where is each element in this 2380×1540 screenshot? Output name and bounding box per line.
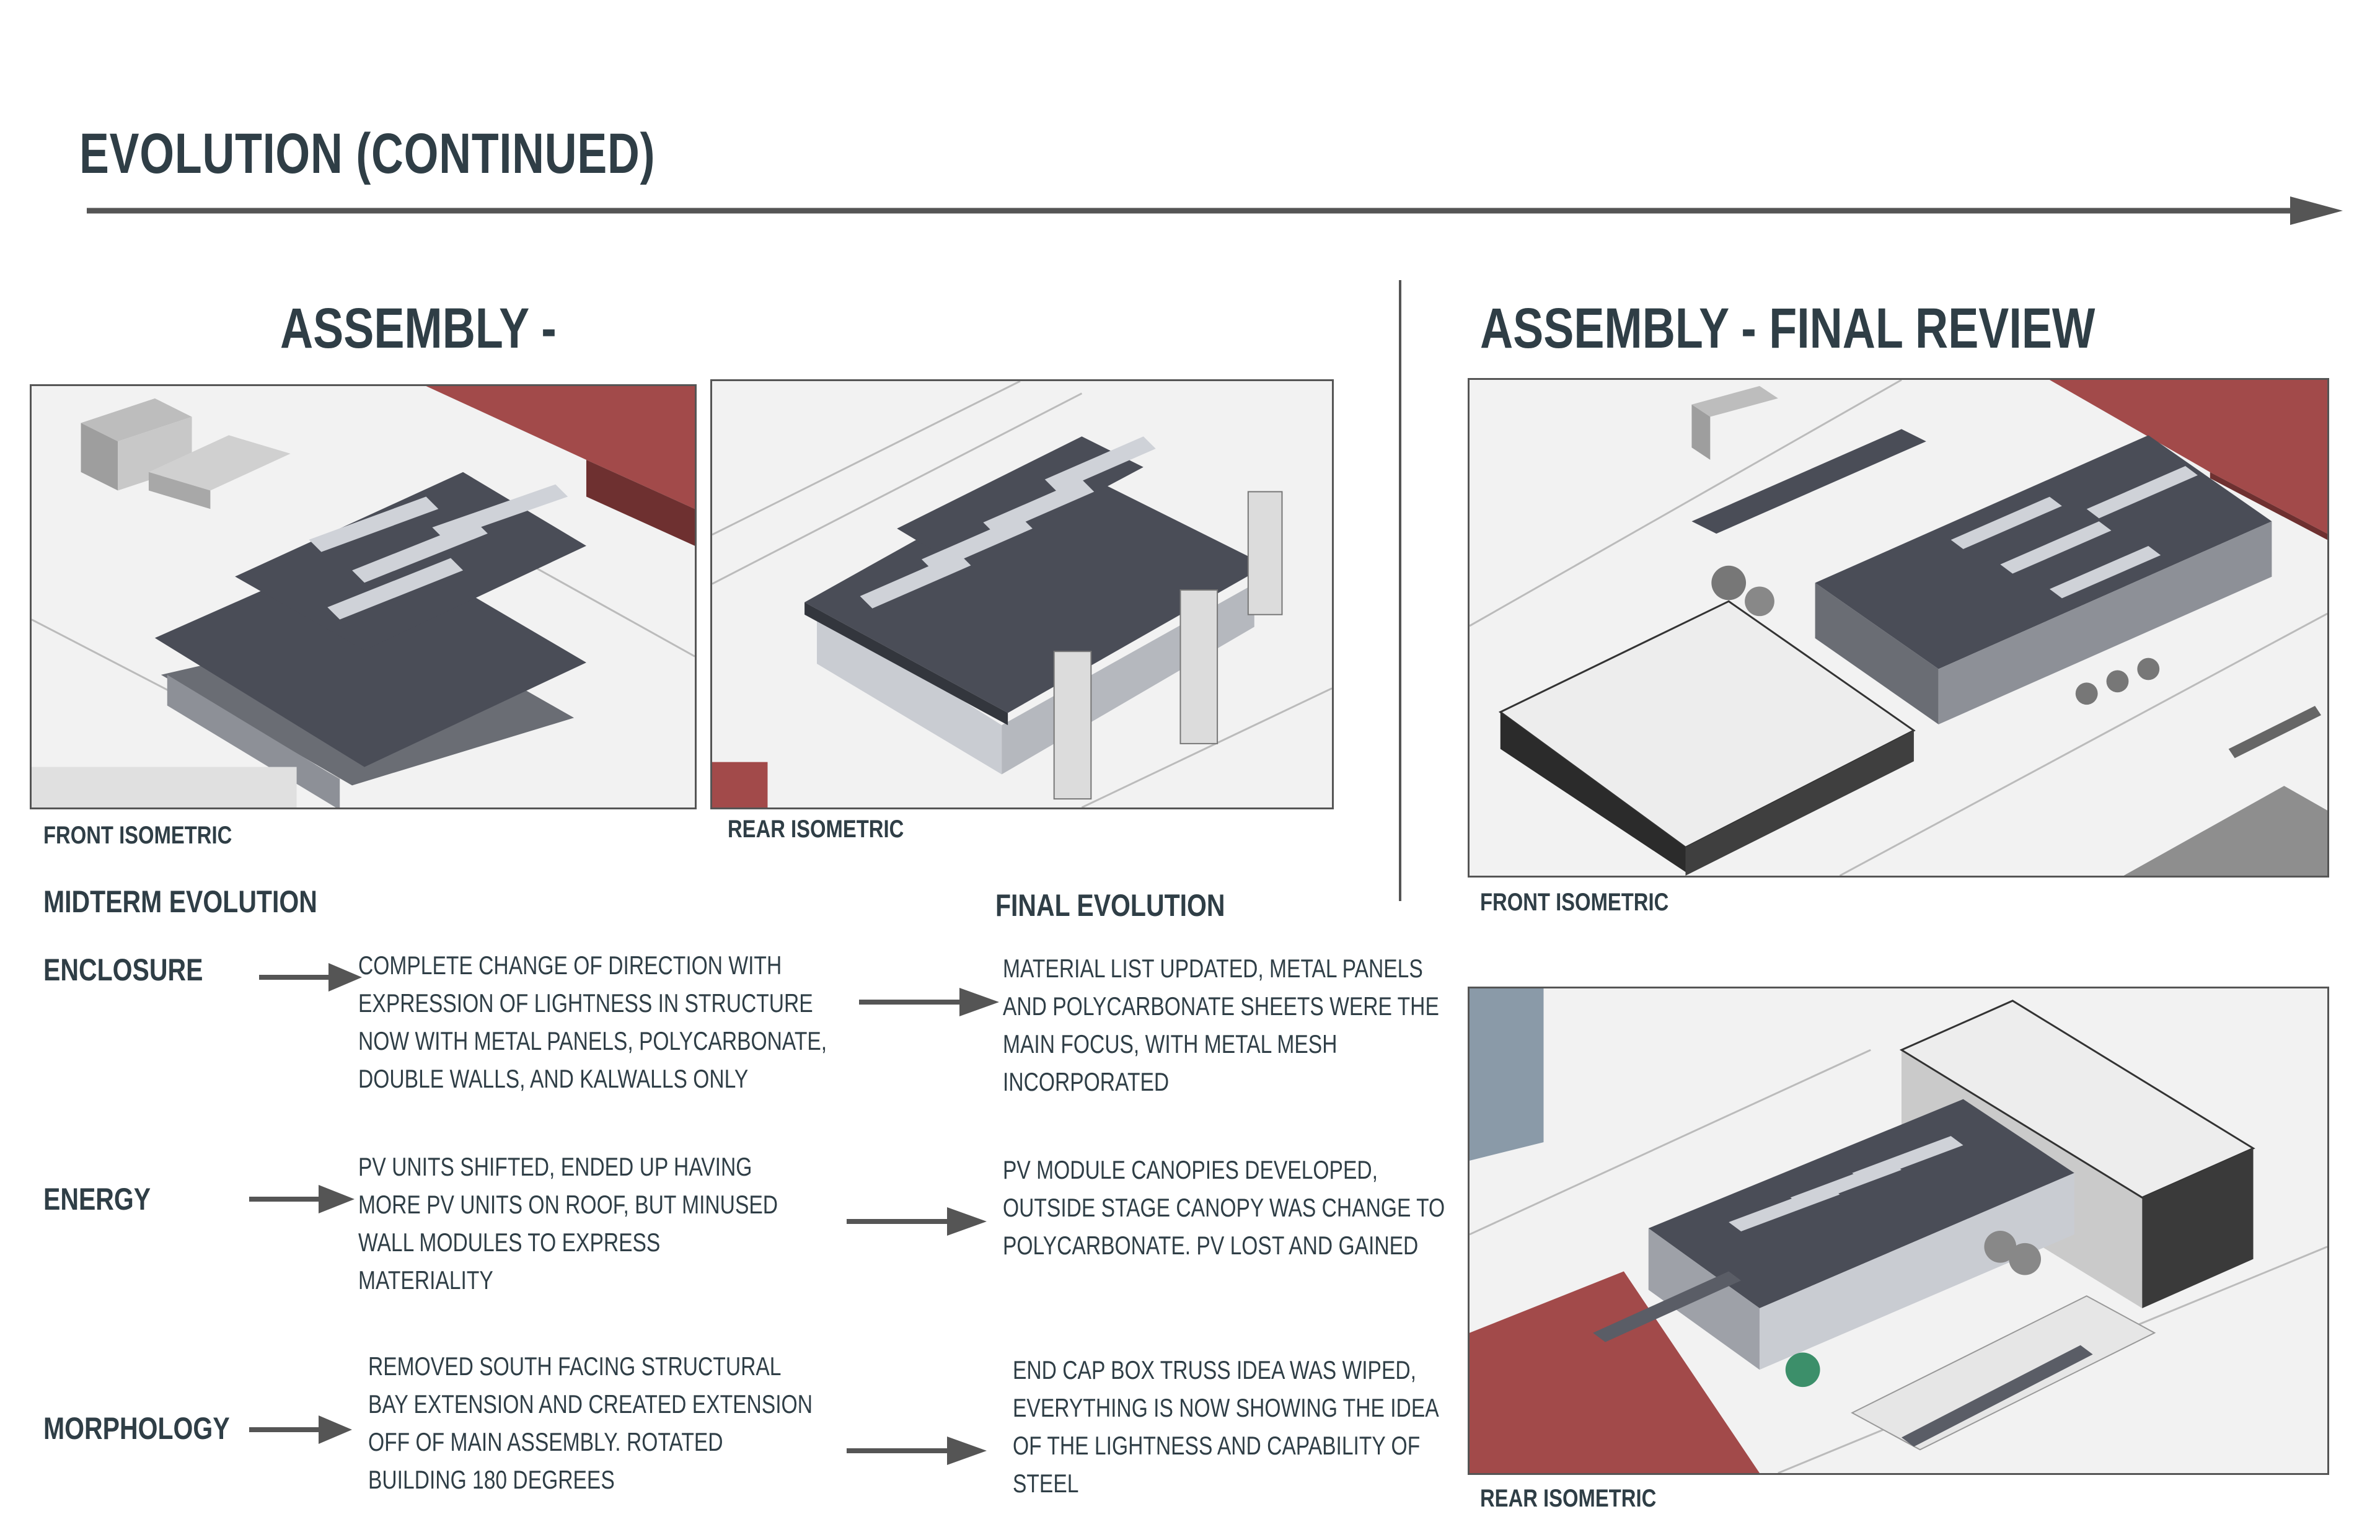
page-title: EVOLUTION (CONTINUED)	[79, 122, 656, 185]
midterm-rear-isometric-image	[710, 379, 1334, 809]
arrow-right-icon	[847, 1207, 987, 1236]
final-front-caption: FRONT ISOMETRIC	[1480, 889, 1669, 916]
arrow-right-icon	[259, 963, 362, 992]
midterm-front-isometric-image	[30, 384, 697, 809]
section-divider	[1399, 280, 1401, 901]
category-enclosure: ENCLOSURE	[43, 953, 203, 987]
arrow-right-icon	[249, 1415, 352, 1444]
timeline-arrow	[87, 196, 2343, 225]
final-front-isometric-image	[1468, 378, 2329, 878]
midterm-rear-caption: REAR ISOMETRIC	[728, 816, 904, 843]
assembly-midterm-title: ASSEMBLY -	[280, 297, 557, 360]
arrow-right-icon	[859, 988, 999, 1016]
arrow-right-icon	[847, 1437, 987, 1465]
morphology-final-text: END CAP BOX TRUSS IDEA WAS WIPED, EVERYT…	[1013, 1355, 1439, 1498]
arrow-right-icon	[249, 1185, 355, 1213]
morphology-midterm-text: REMOVED SOUTH FACING STRUCTURAL BAY EXTE…	[368, 1352, 813, 1494]
midterm-evolution-heading: MIDTERM EVOLUTION	[43, 884, 317, 919]
category-morphology: MORPHOLOGY	[43, 1411, 230, 1446]
enclosure-midterm-text: COMPLETE CHANGE OF DIRECTION WITH EXPRES…	[358, 951, 827, 1093]
final-rear-isometric-image	[1468, 987, 2329, 1475]
assembly-final-title: ASSEMBLY - FINAL REVIEW	[1480, 297, 2096, 360]
category-energy: ENERGY	[43, 1182, 151, 1217]
midterm-front-caption: FRONT ISOMETRIC	[43, 822, 232, 849]
final-rear-caption: REAR ISOMETRIC	[1480, 1485, 1657, 1512]
enclosure-final-text: MATERIAL LIST UPDATED, METAL PANELS AND …	[1003, 954, 1439, 1096]
final-evolution-heading: FINAL EVOLUTION	[995, 888, 1225, 923]
energy-final-text: PV MODULE CANOPIES DEVELOPED, OUTSIDE ST…	[1003, 1155, 1445, 1260]
energy-midterm-text: PV UNITS SHIFTED, ENDED UP HAVING MORE P…	[358, 1152, 778, 1295]
